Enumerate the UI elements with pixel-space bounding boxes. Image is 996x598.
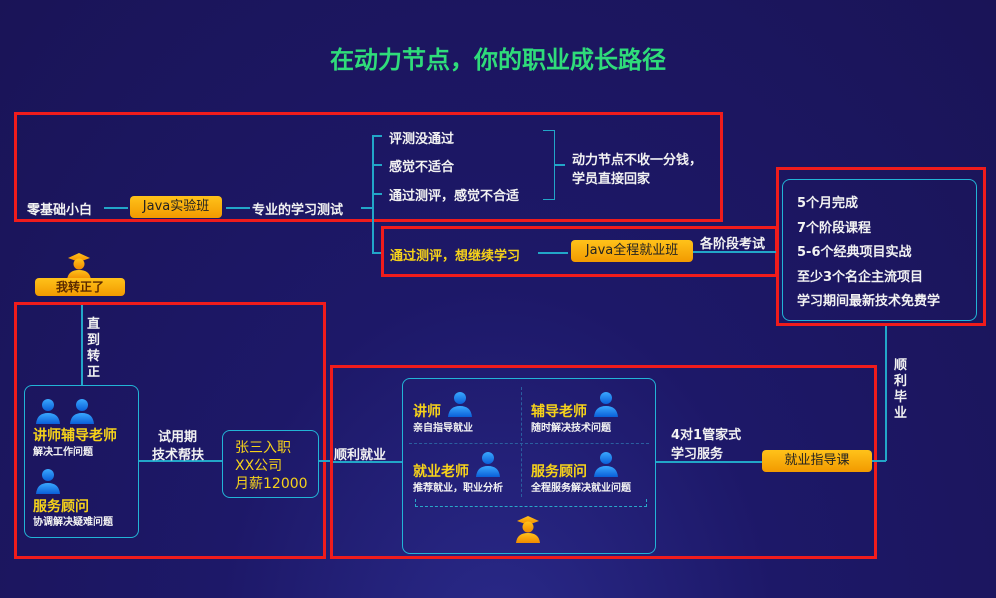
person-icon <box>447 389 473 417</box>
connector <box>538 252 568 254</box>
employed-label: 顺利就业 <box>334 448 387 463</box>
connector <box>872 460 886 462</box>
connector <box>319 460 333 462</box>
tick <box>372 193 382 195</box>
connector <box>555 164 565 166</box>
fail-option: 评测没通过 <box>389 132 455 147</box>
java-fulltime-class-button[interactable]: Java全程就业班 <box>571 240 693 262</box>
until-promoted-label: 直到转正 <box>87 317 101 380</box>
team-role: 讲师 <box>413 404 441 420</box>
team-desc: 全程服务解决就业问题 <box>531 483 631 494</box>
start-label: 零基础小白 <box>27 203 93 218</box>
stage1-frame <box>14 112 723 222</box>
feature-item: 5个月完成 <box>797 196 859 211</box>
team-role: 就业老师 <box>413 464 469 480</box>
divider <box>521 387 522 497</box>
divider <box>409 443 649 444</box>
offer-box: 张三入职 XX公司 月薪12000 <box>222 430 319 498</box>
graduate-label: 顺利毕业 <box>894 358 908 421</box>
fail-option: 通过测评，感觉不合适 <box>389 189 520 204</box>
person-icon <box>593 449 619 477</box>
tick <box>372 135 382 137</box>
study-test-label: 专业的学习测试 <box>252 203 344 218</box>
stage-exam-label: 各阶段考试 <box>700 237 766 252</box>
probation-label: 试用期 <box>158 430 198 445</box>
connector <box>81 305 83 385</box>
features-list: 5个月完成 7个阶段课程 5-6个经典项目实战 至少3个名企主流项目 学习期间最… <box>782 179 977 321</box>
connector <box>139 460 222 462</box>
bracket <box>543 130 555 200</box>
java-lab-class-button[interactable]: Java实验班 <box>130 196 222 218</box>
page-title: 在动力节点，你的职业成长路径 <box>330 46 666 74</box>
feature-item: 至少3个名企主流项目 <box>797 270 924 285</box>
pass-label: 通过测评，想继续学习 <box>390 249 521 264</box>
team-desc: 随时解决技术问题 <box>531 423 611 434</box>
teacher-icon <box>35 396 61 424</box>
feature-item: 7个阶段课程 <box>797 221 872 236</box>
team-role: 辅导老师 <box>531 404 587 420</box>
refund-text: 学员直接回家 <box>572 172 651 187</box>
person-icon <box>593 389 619 417</box>
promoted-badge: 我转正了 <box>35 278 125 296</box>
person-icon <box>475 449 501 477</box>
connector <box>885 326 887 461</box>
refund-text: 动力节点不收一分钱， <box>572 153 703 168</box>
connector <box>656 461 762 463</box>
graduate-icon <box>515 515 541 543</box>
dashed-bracket <box>415 499 647 507</box>
offer-line: XX公司 <box>235 458 283 474</box>
service-team-box: 讲师 亲自指导就业 辅导老师 随时解决技术问题 就业老师 推荐就业，职业分析 服… <box>402 378 656 554</box>
roles-desc: 解决工作问题 <box>33 447 93 458</box>
probation-frame <box>14 302 326 559</box>
roles-label: 讲师辅导老师 <box>33 428 117 444</box>
advisor-label: 服务顾问 <box>33 499 89 515</box>
tick <box>372 164 382 166</box>
connector <box>361 207 373 209</box>
connector <box>333 461 402 463</box>
feature-item: 5-6个经典项目实战 <box>797 245 912 260</box>
advisor-desc: 协调解决疑难问题 <box>33 517 113 528</box>
offer-line: 月薪12000 <box>235 476 308 492</box>
employment-frame <box>330 365 877 559</box>
advisor-icon <box>35 466 61 494</box>
graduate-icon <box>66 252 92 280</box>
team-role: 服务顾问 <box>531 464 587 480</box>
service-label: 4对1管家式 <box>671 428 742 443</box>
connector <box>104 207 128 209</box>
connector <box>226 207 250 209</box>
connector <box>693 251 777 253</box>
fail-option: 感觉不适合 <box>389 160 455 175</box>
team-desc: 推荐就业，职业分析 <box>413 483 503 494</box>
probation-support-box: 讲师辅导老师 解决工作问题 服务顾问 协调解决疑难问题 <box>24 385 139 538</box>
tutor-icon <box>69 396 95 424</box>
probation-label: 技术帮扶 <box>152 448 205 463</box>
service-label: 学习服务 <box>671 447 724 462</box>
features-frame <box>776 167 986 326</box>
feature-item: 学习期间最新技术免费学 <box>797 294 941 309</box>
team-desc: 亲自指导就业 <box>413 423 473 434</box>
offer-line: 张三入职 <box>235 440 291 456</box>
career-guide-course-button[interactable]: 就业指导课 <box>762 450 872 472</box>
tick <box>372 252 382 254</box>
